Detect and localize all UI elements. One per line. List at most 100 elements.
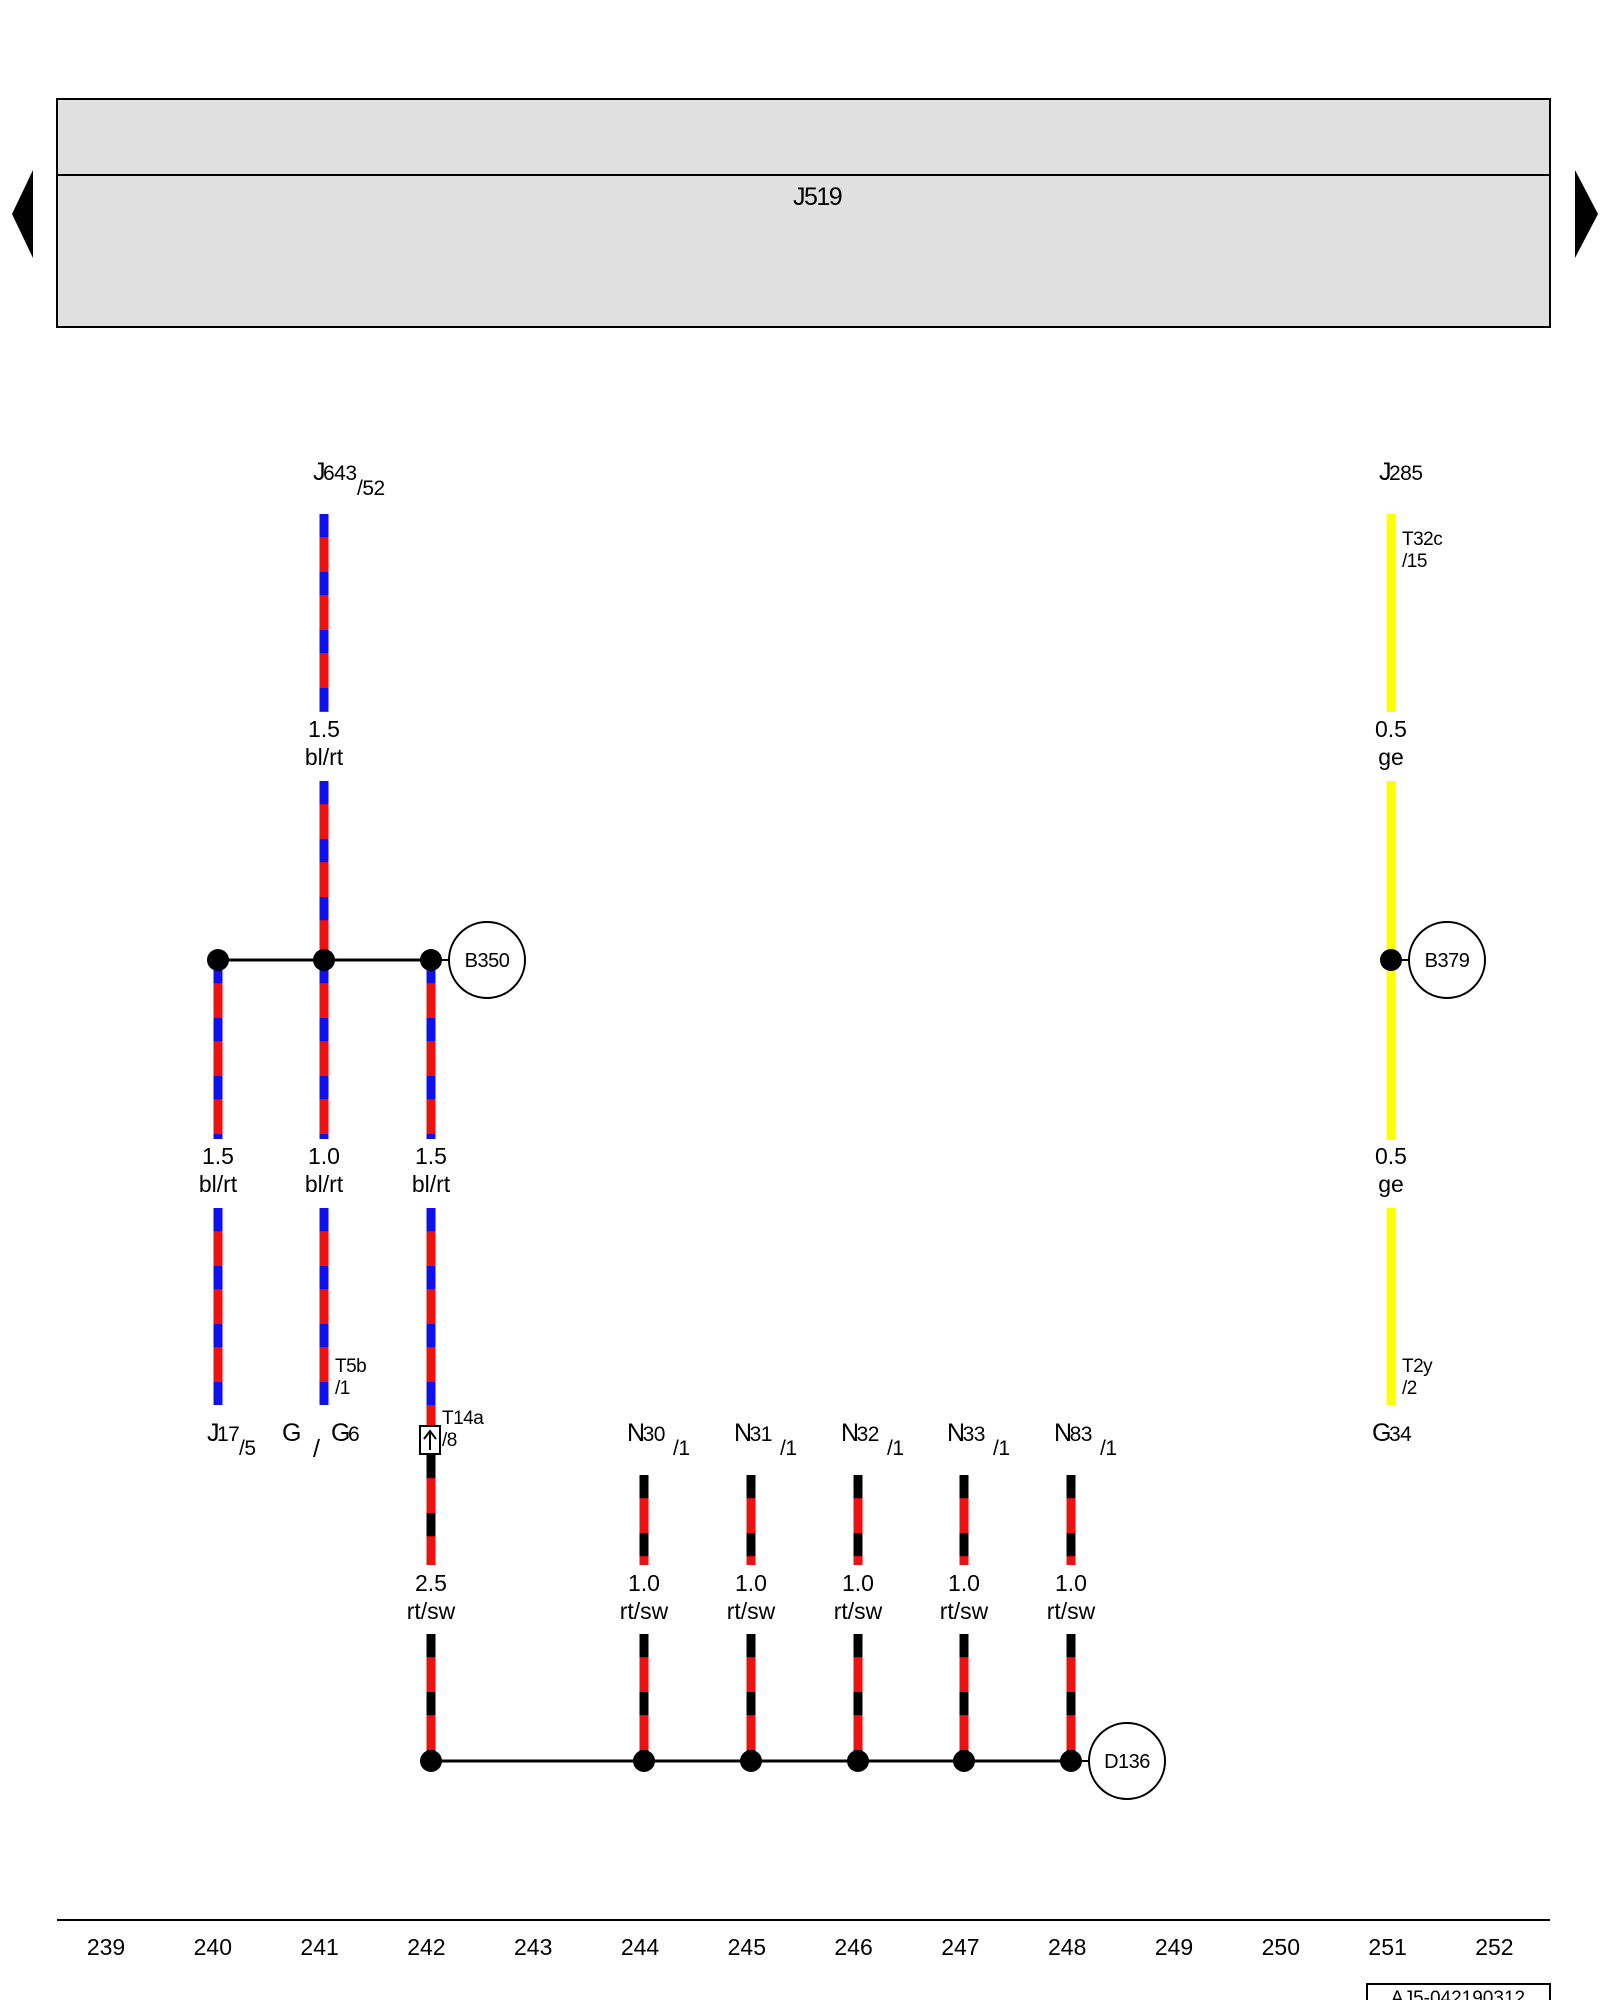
- wire-stripe: [1066, 1475, 1076, 1499]
- column-number: 242: [407, 1934, 445, 1960]
- wire-stripe: [213, 1266, 223, 1290]
- junction-dot: [207, 949, 229, 971]
- wires-layer: [213, 514, 1396, 1760]
- wire-label-size: 1.5: [202, 1143, 234, 1169]
- footer-code: AJ5-042190312: [1391, 1988, 1525, 2000]
- wire-stripe: [319, 630, 329, 654]
- component-j643: J643: [313, 458, 357, 486]
- wire-label-color: bl/rt: [305, 1171, 344, 1197]
- component-n83-pin: /1: [1100, 1437, 1117, 1460]
- wire-segment: [853, 1475, 863, 1565]
- svg-text:B379: B379: [1425, 950, 1470, 972]
- connector-t32c: T32c: [1402, 529, 1442, 550]
- column-number: 244: [621, 1934, 660, 1960]
- wire-stripe: [319, 1076, 329, 1100]
- wire-stripe: [746, 1533, 756, 1557]
- wire-segment: [1386, 1208, 1396, 1405]
- buses-layer: [218, 958, 1409, 1763]
- wire-stripe: [426, 1692, 436, 1716]
- wire-stripe: [426, 1455, 436, 1479]
- svg-text:B350: B350: [465, 950, 510, 972]
- wire-stripe: [853, 1533, 863, 1557]
- wire-label-size: 1.0: [628, 1570, 660, 1596]
- wire-stripe: [319, 514, 329, 538]
- wire-stripe: [959, 1634, 969, 1658]
- wire-segment: [1386, 514, 1396, 712]
- junction-dot: [313, 949, 335, 971]
- wire-stripe: [639, 1634, 649, 1658]
- connector-t32c-pin: /15: [1402, 551, 1427, 572]
- column-number: 251: [1368, 1934, 1406, 1960]
- footer-code-box: [1366, 1983, 1551, 2000]
- wire-label-color: bl/rt: [305, 744, 344, 770]
- junction-dot: [847, 1750, 869, 1772]
- column-number: 247: [941, 1934, 979, 1960]
- wire-stripe: [426, 1134, 436, 1139]
- wire-label-color: rt/sw: [620, 1598, 669, 1624]
- component-n30-pin: /1: [673, 1437, 690, 1460]
- wire-stripe: [853, 1475, 863, 1499]
- wire-stripe: [426, 1513, 436, 1537]
- module-name-text: J519: [793, 183, 842, 211]
- wire-segment: [746, 1475, 756, 1565]
- wire-segment: [319, 514, 329, 712]
- component-n31-pin: /1: [780, 1437, 797, 1460]
- wire-label-size: 1.5: [415, 1143, 447, 1169]
- wire-label-size: 2.5: [415, 1570, 447, 1596]
- component-n31: N31: [734, 1419, 772, 1447]
- wire-segment: [1066, 1475, 1076, 1565]
- wire-label-color: rt/sw: [940, 1598, 989, 1624]
- svg-text:D136: D136: [1104, 1751, 1150, 1773]
- wire-stripe: [959, 1475, 969, 1499]
- wire-label-size: 1.0: [948, 1570, 980, 1596]
- wire-stripe: [426, 1382, 436, 1406]
- wire-stripe: [426, 1076, 436, 1100]
- wire-stripe: [319, 572, 329, 596]
- wire-segment: [426, 1455, 436, 1565]
- column-number: 250: [1262, 1934, 1300, 1960]
- wire-label-color: bl/rt: [199, 1171, 238, 1197]
- module-header-body: [56, 174, 1551, 328]
- wire-segment: [319, 960, 329, 1139]
- wire-stripe: [426, 1634, 436, 1658]
- wire-stripe: [853, 1634, 863, 1658]
- wire-label-size: 1.0: [735, 1570, 767, 1596]
- wire-stripe: [1066, 1692, 1076, 1716]
- wire-label-color: rt/sw: [834, 1598, 883, 1624]
- wire-stripe: [959, 1533, 969, 1557]
- wire-stripe: [746, 1692, 756, 1716]
- wire-stripe: [426, 960, 436, 984]
- wire-stripe: [639, 1533, 649, 1557]
- component-n32-pin: /1: [887, 1437, 904, 1460]
- junction-dot: [633, 1750, 655, 1772]
- wire-stripe: [319, 839, 329, 863]
- wire-stripe: [1066, 1634, 1076, 1658]
- wire-label-color: ge: [1378, 1171, 1404, 1197]
- connector-t2y: T2y: [1402, 1356, 1433, 1377]
- junction-dot: [420, 949, 442, 971]
- junction-dot: [740, 1750, 762, 1772]
- wire-label-size: 0.5: [1375, 1143, 1407, 1169]
- wire-segment: [213, 1208, 223, 1405]
- wire-label-size: 0.5: [1375, 716, 1407, 742]
- wire-segment: [213, 960, 223, 1139]
- wire-stripe: [213, 1208, 223, 1232]
- wire-stripe: [213, 960, 223, 984]
- component-j17: J17: [207, 1419, 239, 1447]
- column-number: 245: [728, 1934, 766, 1960]
- junction-dot: [953, 1750, 975, 1772]
- module-header-top: [56, 98, 1551, 176]
- triangle-left-icon[interactable]: [12, 170, 33, 258]
- triangle-right-icon[interactable]: [1575, 170, 1598, 258]
- component-n33: N33: [947, 1419, 985, 1447]
- component-n32: N32: [841, 1419, 879, 1447]
- connector-t2y-pin: /2: [1402, 1378, 1417, 1399]
- wire-stripe: [213, 1018, 223, 1042]
- wire-stripe: [213, 1134, 223, 1139]
- wire-stripe: [213, 1076, 223, 1100]
- wire-label-color: rt/sw: [1047, 1598, 1096, 1624]
- wire-stripe: [319, 1266, 329, 1290]
- wire-segment: [639, 1475, 649, 1565]
- splice-b379: B379: [1408, 921, 1486, 999]
